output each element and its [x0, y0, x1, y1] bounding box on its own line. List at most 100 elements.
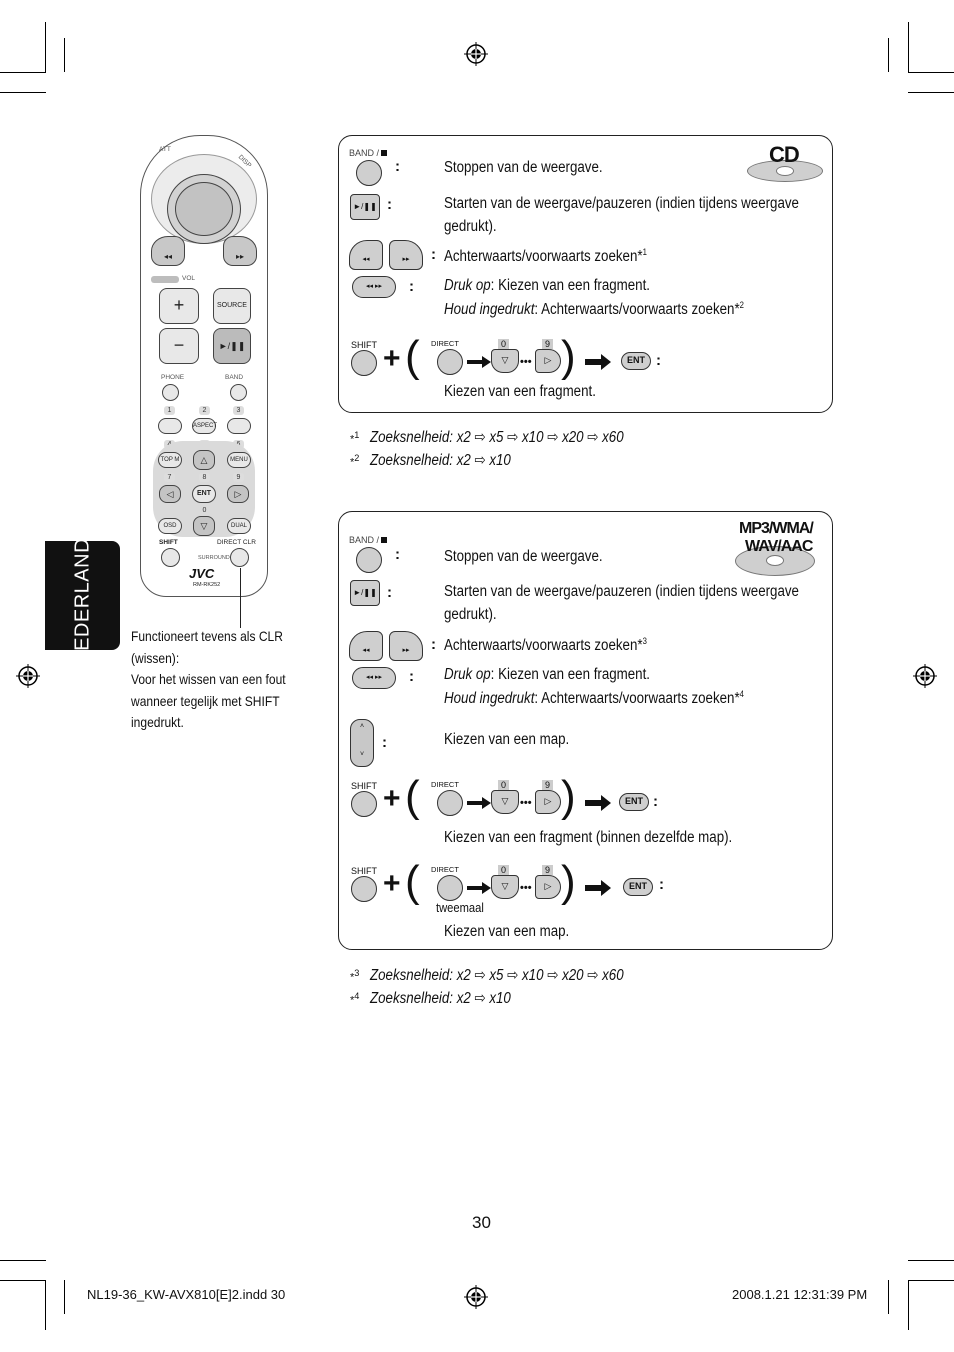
footnote-mark: *4 — [350, 991, 360, 1007]
search-text: Achterwaarts/voorwaarts zoeken*3 — [444, 636, 647, 655]
crop-mark — [64, 38, 65, 72]
remote-down-button: ▽ — [193, 516, 215, 536]
ellipsis-icon: ••• — [520, 882, 532, 894]
play-text-line1: Starten van de weergave/pauzeren (indien… — [444, 195, 799, 212]
remote-band-button — [230, 384, 247, 401]
arrow-shaft — [467, 886, 483, 890]
crop-mark — [45, 1280, 46, 1330]
right-button-icon: ▷ — [535, 875, 561, 899]
crop-mark — [0, 92, 46, 93]
right-button-icon: ▷ — [535, 790, 561, 814]
arrow-right-icon — [601, 354, 611, 370]
band-label: BAND / — [349, 535, 380, 545]
hold-text: Houd ingedrukt: Achterwaarts/voorwaarts … — [444, 689, 744, 708]
direct-button-icon — [437, 790, 463, 816]
remote-note-line: (wissen): — [131, 649, 180, 666]
remote-num-label: 0 — [202, 507, 207, 514]
twice-label: tweemaal — [436, 900, 484, 915]
nine-label: 9 — [542, 339, 554, 349]
page-number: 30 — [472, 1213, 491, 1232]
direct-label: DIRECT — [431, 865, 459, 874]
mp3-disc-hole — [766, 555, 784, 566]
stop-text: Stoppen van de weergave. — [444, 548, 603, 565]
remote-left-button: ◁ — [159, 485, 181, 503]
remote-topm-button: TOP M — [158, 452, 182, 468]
remote-key-1 — [158, 418, 182, 434]
select-folder-text-2: Kiezen van een map. — [444, 923, 570, 940]
arrow-right-icon — [482, 356, 491, 368]
registration-mark-icon — [464, 42, 488, 66]
colon: : — [653, 793, 658, 810]
crop-mark — [908, 1260, 954, 1261]
footnote-text: Zoeksnelheid: x2 ⇨ x5 ⇨ x10 ⇨ x20 ⇨ x60 — [370, 429, 624, 446]
forward-button-icon: ▸▸ — [389, 240, 423, 270]
shift-button-icon — [351, 350, 377, 376]
remote-shift-button — [161, 548, 180, 567]
colon: : — [656, 352, 661, 369]
remote-note-line: Voor het wissen van een fout — [131, 671, 286, 687]
language-tab-label: NEDERLANDS — [71, 524, 94, 666]
arrow-right-icon — [601, 880, 611, 896]
bracket-open-icon: ( — [405, 857, 420, 906]
remote-note-line: Functioneert tevens als CLR — [131, 628, 283, 644]
press-text: Druk op: Kiezen van een fragment. — [444, 277, 651, 294]
colon: : — [387, 584, 392, 601]
crop-mark — [0, 1260, 46, 1261]
rewind-button-icon: ◂◂ — [349, 631, 383, 661]
remote-band-label: BAND — [225, 374, 244, 381]
rewind-button-icon: ◂◂ — [349, 240, 383, 270]
arrow-shaft — [467, 801, 483, 805]
right-button-icon: ▷ — [535, 349, 561, 373]
hold-text: Houd ingedrukt: Achterwaarts/voorwaarts … — [444, 300, 744, 319]
remote-forward-button: ▸▸ — [223, 236, 257, 266]
remote-note: Functioneert tevens als CLR (wissen): Vo… — [131, 626, 294, 734]
shift-label: SHIFT — [351, 781, 377, 791]
remote-osd-button: OSD — [158, 518, 182, 534]
remote-vol-bar — [151, 276, 179, 283]
cd-disc-hole — [776, 166, 794, 176]
ellipsis-icon: ••• — [520, 797, 532, 809]
colon: : — [431, 636, 436, 653]
arrow-shaft — [585, 885, 603, 891]
select-track-folder-text: Kiezen van een fragment (binnen dezelfde… — [444, 829, 733, 846]
footnote-mark: *2 — [350, 453, 360, 469]
remote-play-pause-button: ►/❚❚ — [213, 328, 251, 364]
remote-source-button: SOURCE — [213, 288, 251, 324]
remote-brand-logo: JVC — [189, 566, 215, 581]
cd-logo: CD — [769, 142, 800, 167]
plus-icon: + — [383, 867, 401, 900]
ent-button-icon: ENT — [621, 352, 651, 370]
colon: : — [382, 734, 387, 751]
remote-menu-button: MENU — [227, 452, 251, 468]
cd-panel: CD BAND / : Stoppen van de weergave. ►/❚… — [338, 135, 833, 413]
crop-mark — [908, 1280, 954, 1281]
crop-mark — [908, 1280, 909, 1330]
colon: : — [387, 196, 392, 213]
down-button-icon: ▽ — [491, 790, 519, 814]
remote-up-button: △ — [193, 450, 215, 470]
remote-direct-clr-label: DIRECT CLR — [217, 539, 256, 546]
arrow-right-icon — [601, 795, 611, 811]
remote-att-label: ATT — [159, 146, 171, 153]
play-text-line2: gedrukt). — [444, 606, 497, 623]
remote-num-label: 1 — [164, 406, 175, 415]
colon: : — [395, 158, 400, 175]
band-stop-button-icon — [356, 160, 382, 186]
mp3-logo-line1: MP3/WMA/ — [739, 520, 814, 537]
stop-square-icon — [381, 537, 387, 543]
remote-model-label: RM-RK252 — [193, 582, 221, 588]
bracket-open-icon: ( — [405, 772, 420, 821]
remote-aspect-button: ASPECT — [192, 418, 217, 434]
remote-joystick-center — [175, 182, 233, 236]
stop-text: Stoppen van de weergave. — [444, 159, 603, 176]
footnote-mark: *1 — [350, 430, 360, 446]
language-side-tab: NEDERLANDS — [45, 524, 120, 666]
crop-mark — [908, 72, 954, 73]
play-text-line2: gedrukt). — [444, 218, 497, 235]
zero-label: 0 — [498, 865, 510, 875]
remote-surround-label: SURROUND — [198, 555, 230, 561]
mp3-logo-line2: WAV/AAC — [745, 538, 813, 555]
joystick-lr-icon: ◂◂ ▸▸ — [352, 276, 396, 298]
crop-mark — [908, 92, 954, 93]
footer-timestamp: 2008.1.21 12:31:39 PM — [732, 1287, 868, 1302]
